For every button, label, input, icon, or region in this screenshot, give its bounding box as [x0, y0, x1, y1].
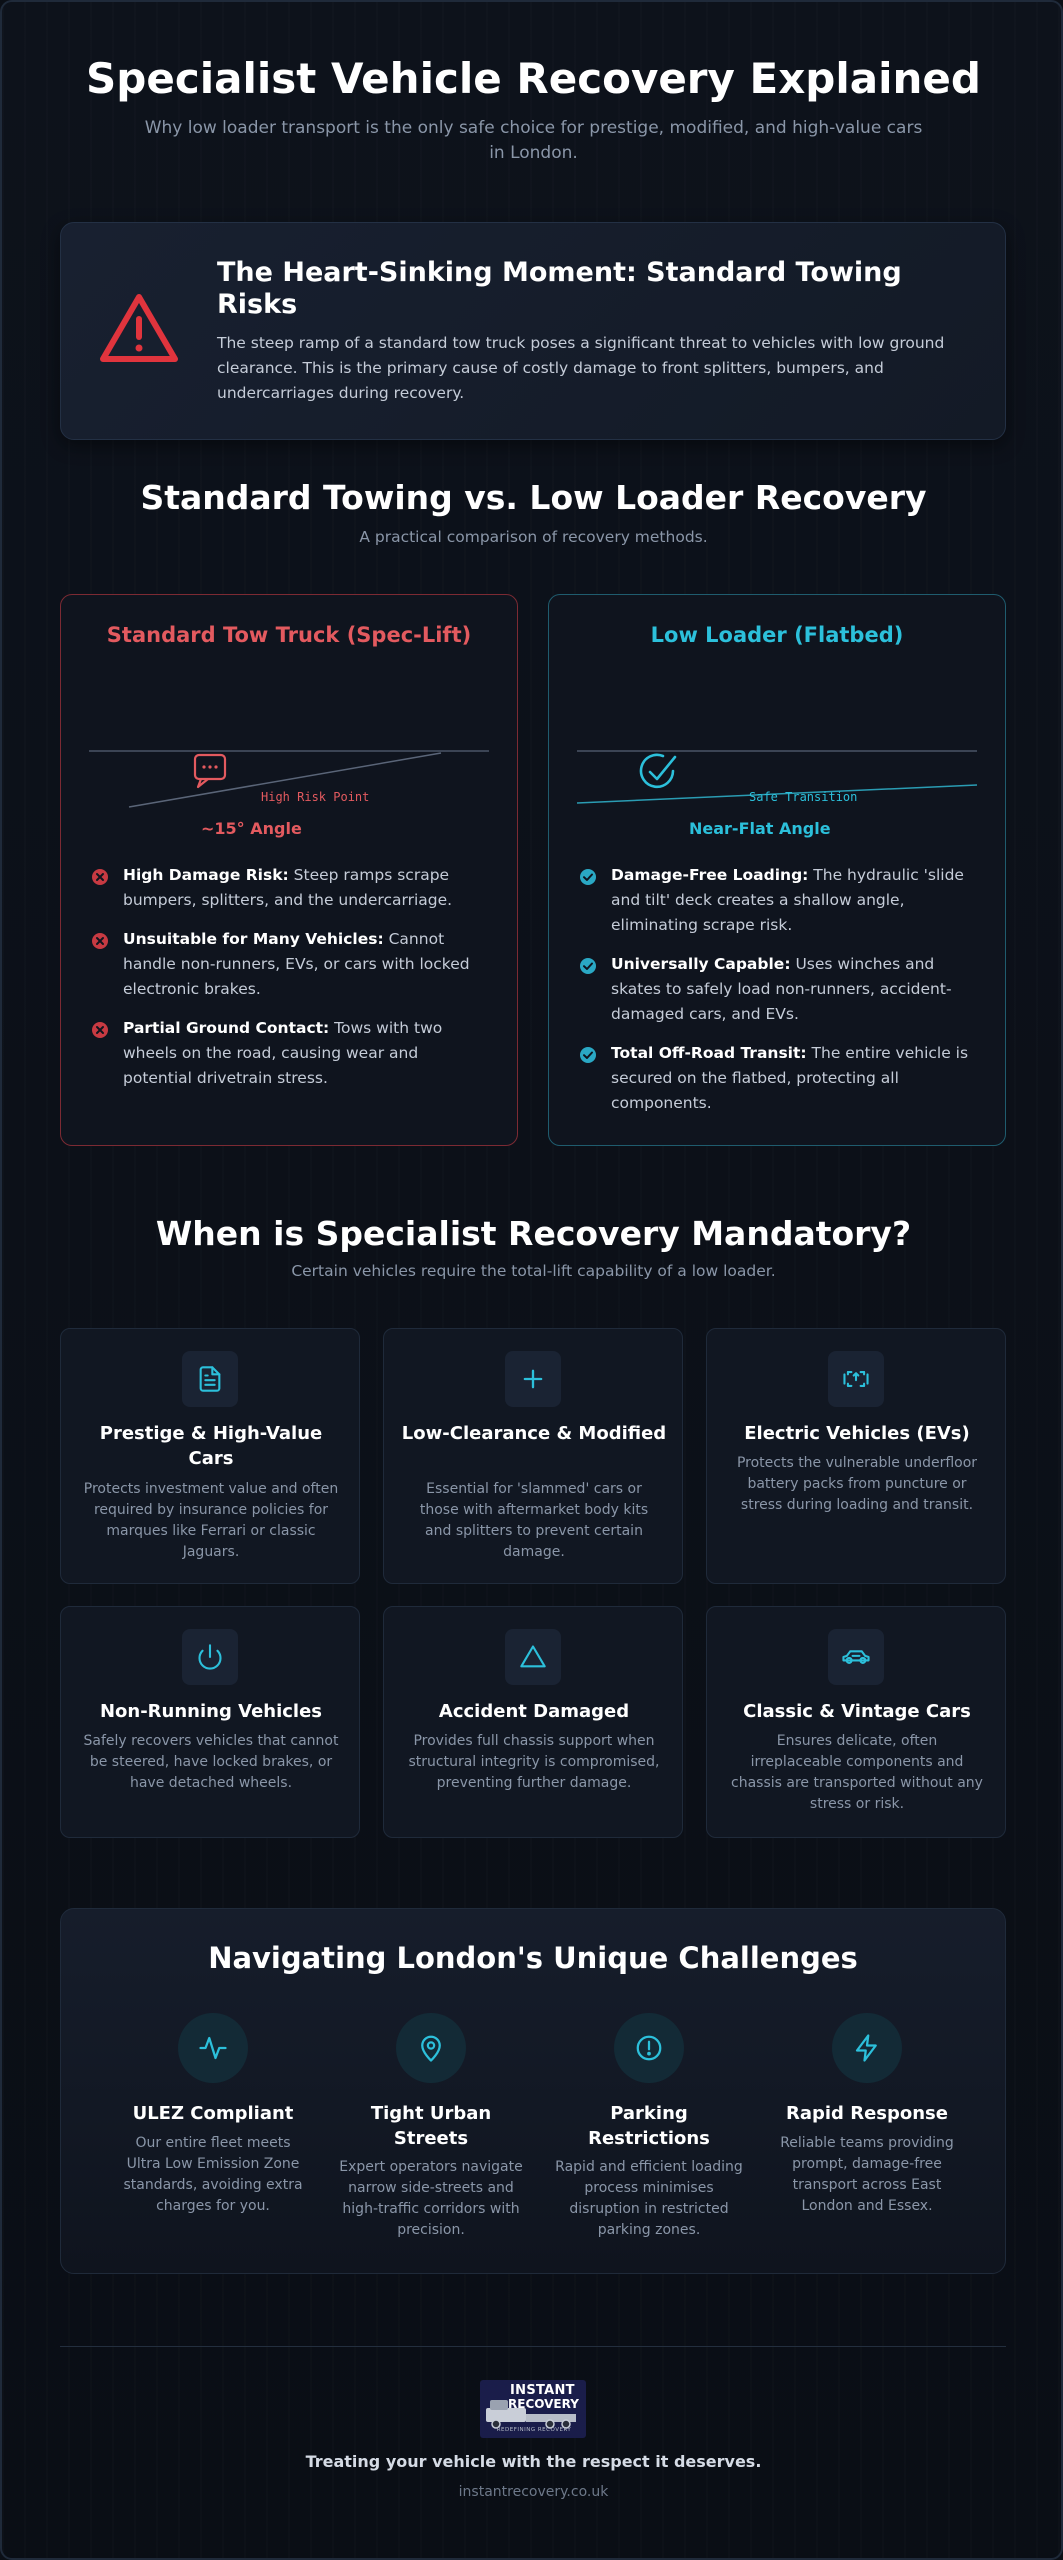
item-text: Steep ramps scrape bumpers, splitters, a… — [123, 866, 453, 909]
company-logo: INSTANT RECOVERY REDEFINING RECOVERY — [480, 2380, 586, 2438]
list-item: Universally Capable: Uses winches and sk… — [579, 952, 979, 1027]
plus-icon — [505, 1351, 561, 1407]
card-description: Provides full chassis support when struc… — [408, 1733, 660, 1791]
list-item: Unsuitable for Many Vehicles: Cannot han… — [91, 927, 491, 1002]
low-loader-title: Low Loader (Flatbed) — [650, 623, 904, 647]
card-title: Accident Damaged — [438, 1701, 630, 1722]
challenge-description: Our entire fleet meets Ultra Low Emissio… — [123, 2135, 303, 2214]
location-pin-icon — [396, 2013, 466, 2083]
footer-tagline: Treating your vehicle with the respect i… — [305, 2452, 762, 2471]
tow-truck-list: High Damage Risk: Steep ramps scrape bum… — [91, 863, 491, 1105]
mandatory-title: When is Specialist Recovery Mandatory? — [155, 1214, 912, 1253]
item-text: The entire vehicle is secured on the fla… — [611, 1044, 969, 1112]
challenge-description: Expert operators navigate narrow side-st… — [339, 2159, 523, 2238]
tow-truck-title: Standard Tow Truck (Spec-Lift) — [106, 623, 472, 647]
card-title: Non-Running Vehicles — [99, 1701, 323, 1722]
card-title: Electric Vehicles (EVs) — [744, 1423, 970, 1444]
vehicle-card-low-clearance: Low-Clearance & Modified Essential for '… — [383, 1328, 683, 1584]
item-strong: Damage-Free Loading: — [611, 866, 809, 884]
list-item: Damage-Free Loading: The hydraulic 'slid… — [579, 863, 979, 938]
footer-divider — [60, 2346, 1006, 2347]
high-risk-label: High Risk Point — [261, 790, 370, 804]
list-item: Total Off-Road Transit: The entire vehic… — [579, 1041, 979, 1116]
warning-card: The Heart-Sinking Moment: Standard Towin… — [60, 222, 1006, 440]
item-strong: Unsuitable for Many Vehicles: — [123, 930, 384, 948]
tow-ramp-diagram — [89, 750, 489, 808]
lightning-icon — [832, 2013, 902, 2083]
x-circle-icon — [92, 1022, 108, 1038]
check-circle-icon — [639, 753, 677, 789]
warning-title: The Heart-Sinking Moment: Standard Towin… — [217, 257, 902, 320]
check-badge-icon — [580, 958, 596, 974]
challenge-title: ULEZ Compliant — [132, 2103, 294, 2124]
low-loader-list: Damage-Free Loading: The hydraulic 'slid… — [579, 863, 979, 1130]
london-title: Navigating London's Unique Challenges — [208, 1941, 858, 1975]
website-link[interactable]: instantrecovery.co.uk — [458, 2484, 609, 2500]
tow-angle-label: ~15° Angle — [201, 819, 302, 838]
check-badge-icon — [580, 1047, 596, 1063]
card-title: Classic & Vintage Cars — [743, 1701, 971, 1722]
comparison-subtitle: A practical comparison of recovery metho… — [359, 528, 708, 546]
triangle-icon — [505, 1629, 561, 1685]
item-text: The hydraulic 'slide and tilt' deck crea… — [611, 866, 964, 934]
logo-text-recovery: RECOVERY — [508, 2397, 579, 2411]
x-circle-icon — [92, 869, 108, 885]
challenge-description: Rapid and efficient loading process mini… — [555, 2159, 743, 2238]
card-description: Ensures delicate, often irreplaceable co… — [731, 1733, 983, 1812]
page-subtitle: Why low loader transport is the only saf… — [144, 118, 923, 163]
item-strong: Partial Ground Contact: — [123, 1019, 330, 1037]
mandatory-subtitle: Certain vehicles require the total-lift … — [291, 1262, 776, 1280]
car-icon — [828, 1629, 884, 1685]
list-item: High Damage Risk: Steep ramps scrape bum… — [91, 863, 491, 913]
x-circle-icon — [92, 933, 108, 949]
alert-circle-icon — [614, 2013, 684, 2083]
battery-icon — [828, 1351, 884, 1407]
page-title: Specialist Vehicle Recovery Explained — [86, 54, 981, 103]
card-description: Essential for 'slammed' cars or those wi… — [419, 1481, 649, 1560]
vehicle-card-non-running: Non-Running Vehicles Safely recovers veh… — [60, 1606, 360, 1838]
card-description: Safely recovers vehicles that cannot be … — [83, 1733, 339, 1791]
london-challenges-panel: Navigating London's Unique Challenges UL… — [60, 1908, 1006, 2274]
safe-transition-label: Safe Transition — [749, 790, 858, 804]
message-warning-icon — [193, 753, 227, 789]
warning-body: The steep ramp of a standard tow truck p… — [217, 334, 945, 402]
warning-triangle-icon — [100, 294, 178, 362]
low-loader-card: Low Loader (Flatbed) Safe Transition Nea… — [548, 594, 1006, 1146]
card-description: Protects investment value and often requ… — [83, 1481, 339, 1560]
document-icon — [182, 1351, 238, 1407]
flatbed-angle-label: Near-Flat Angle — [689, 819, 831, 838]
power-icon — [182, 1629, 238, 1685]
logo-text-instant: INSTANT — [510, 2383, 575, 2398]
card-title: Low-Clearance & Modified — [401, 1423, 667, 1444]
card-title: Prestige & High-Value Cars — [99, 1423, 323, 1469]
activity-icon — [178, 2013, 248, 2083]
challenge-title: Parking Restrictions — [588, 2103, 710, 2149]
item-strong: Total Off-Road Transit: — [611, 1044, 807, 1062]
tow-truck-card: Standard Tow Truck (Spec-Lift) High Risk… — [60, 594, 518, 1146]
challenge-title: Rapid Response — [786, 2103, 948, 2124]
challenge-title: Tight Urban Streets — [370, 2103, 492, 2149]
logo-tagline: REDEFINING RECOVERY — [496, 2427, 572, 2433]
vehicle-card-classic: Classic & Vintage Cars Ensures delicate,… — [706, 1606, 1006, 1838]
list-item: Partial Ground Contact: Tows with two wh… — [91, 1016, 491, 1091]
vehicle-card-accident: Accident Damaged Provides full chassis s… — [383, 1606, 683, 1838]
item-strong: High Damage Risk: — [123, 866, 289, 884]
item-text: Cannot handle non-runners, EVs, or cars … — [123, 930, 470, 998]
challenge-description: Reliable teams providing prompt, damage-… — [780, 2135, 954, 2214]
check-badge-icon — [580, 869, 596, 885]
item-text: Tows with two wheels on the road, causin… — [123, 1019, 443, 1087]
item-strong: Universally Capable: — [611, 955, 791, 973]
comparison-title: Standard Towing vs. Low Loader Recovery — [140, 478, 927, 517]
card-description: Protects the vulnerable underfloor batte… — [736, 1455, 978, 1513]
item-text: Uses winches and skates to safely load n… — [611, 955, 952, 1023]
flatbed-diagram — [576, 750, 978, 804]
vehicle-card-prestige: Prestige & High-Value Cars Protects inve… — [60, 1328, 360, 1584]
vehicle-card-ev: Electric Vehicles (EVs) Protects the vul… — [706, 1328, 1006, 1584]
